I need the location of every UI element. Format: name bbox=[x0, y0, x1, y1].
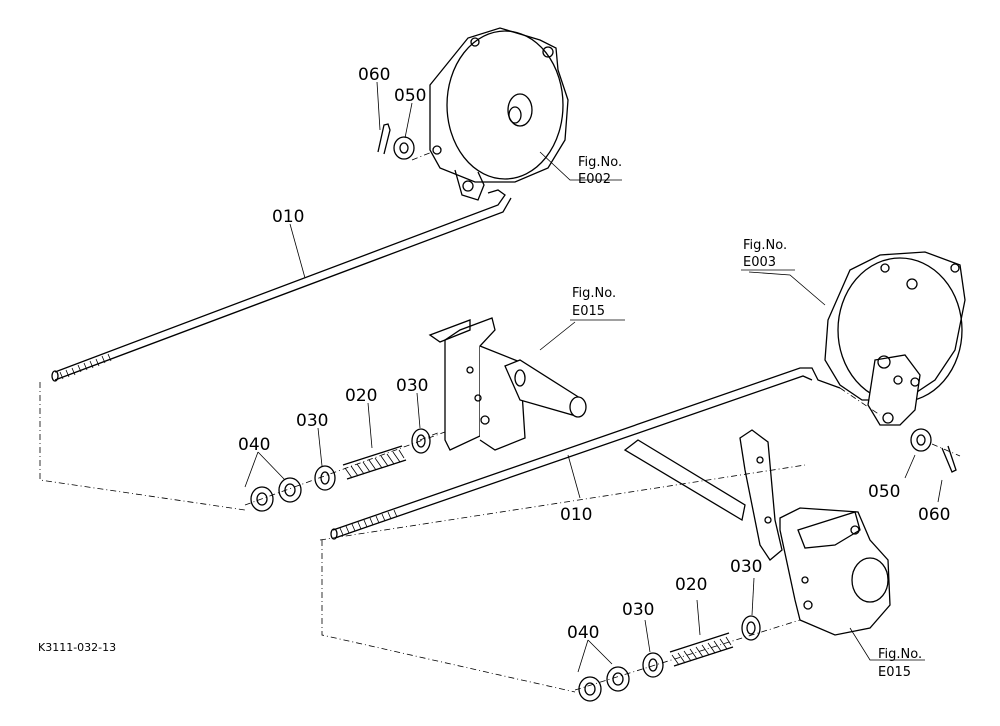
hardware-lower bbox=[578, 615, 761, 702]
governor-housing-right bbox=[824, 251, 966, 426]
label-020-lower: 020 bbox=[675, 575, 707, 595]
fig-ref-e015-lower-line1: Fig.No. bbox=[878, 647, 922, 662]
document-number: K3111-032-13 bbox=[38, 641, 116, 654]
label-040-upper: 040 bbox=[238, 435, 270, 455]
fig-ref-e015-upper-line1: Fig.No. bbox=[572, 286, 616, 301]
pin-washer-top bbox=[377, 123, 415, 160]
governor-housing-top bbox=[429, 27, 569, 201]
bracket-lower bbox=[623, 429, 891, 636]
hardware-upper bbox=[250, 428, 431, 512]
label-050-top: 050 bbox=[394, 86, 426, 106]
label-030-lower-right: 030 bbox=[730, 557, 762, 577]
label-020-upper: 020 bbox=[345, 386, 377, 406]
figure-references: Fig.No. E002 Fig.No. E003 Fig.No. E015 F… bbox=[570, 155, 922, 680]
label-050-right: 050 bbox=[868, 482, 900, 502]
rod-upper bbox=[51, 189, 512, 382]
fig-ref-e003-line1: Fig.No. bbox=[743, 238, 787, 253]
fig-ref-e015-lower-line2: E015 bbox=[878, 665, 911, 680]
label-030-lower-left: 030 bbox=[622, 600, 654, 620]
fig-ref-e015-upper-line2: E015 bbox=[572, 304, 605, 319]
label-060-right: 060 bbox=[918, 505, 950, 525]
alignment-lines bbox=[39, 151, 961, 693]
label-030-upper-left: 030 bbox=[296, 411, 328, 431]
label-030-upper-right: 030 bbox=[396, 376, 428, 396]
rod-lower bbox=[330, 367, 841, 540]
leader-lines bbox=[244, 81, 943, 673]
part-labels: 060 050 010 040 030 020 030 010 050 060 … bbox=[238, 65, 950, 643]
bracket-upper bbox=[428, 317, 587, 451]
pin-washer-right bbox=[910, 428, 957, 473]
label-060-top: 060 bbox=[358, 65, 390, 85]
fig-ref-e002-line1: Fig.No. bbox=[578, 155, 622, 170]
fig-ref-e002-line2: E002 bbox=[578, 172, 611, 187]
label-010-upper: 010 bbox=[272, 207, 304, 227]
label-010-lower: 010 bbox=[560, 505, 592, 525]
label-040-lower: 040 bbox=[567, 623, 599, 643]
fig-ref-e003-line2: E003 bbox=[743, 255, 776, 270]
